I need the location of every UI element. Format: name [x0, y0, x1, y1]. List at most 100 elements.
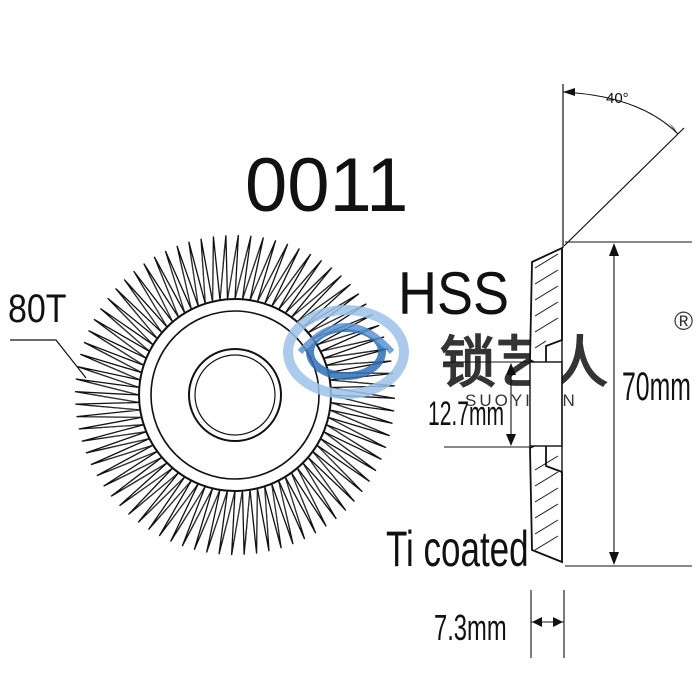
- tooth-edge-line: [108, 452, 154, 472]
- coating-label: Ti coated: [386, 522, 529, 578]
- thickness-arrow-right: [553, 617, 563, 627]
- tooth-edge-line: [109, 316, 147, 349]
- angle-bevel-line: [563, 127, 685, 247]
- bore-label: 12.7mm: [428, 394, 504, 432]
- tooth-edge-line: [298, 471, 322, 516]
- hatch-line: [534, 340, 547, 349]
- tooth-edge-line: [319, 447, 355, 484]
- thickness-label: 7.3mm: [434, 608, 507, 648]
- angle-label: 40°: [606, 90, 629, 107]
- teeth-count-label: 80T: [8, 285, 67, 330]
- hatch-line: [534, 487, 559, 503]
- hatch-line: [534, 455, 559, 471]
- tooth-edge-line: [166, 486, 197, 527]
- tooth-edge-line: [294, 282, 333, 315]
- hub-inner-ring: [150, 310, 320, 480]
- tooth-edge-line: [210, 494, 227, 542]
- angle-dimension: 40°: [562, 84, 685, 248]
- hatch-line: [534, 317, 559, 333]
- tooth-edge-line: [287, 275, 324, 311]
- tooth-edge-line: [130, 289, 160, 330]
- hatch-line: [534, 535, 559, 551]
- tooth-edge-line: [331, 418, 376, 442]
- tooth-edge-line: [327, 349, 377, 359]
- diameter-label: 70mm: [622, 365, 691, 409]
- tooth-edge-line: [281, 269, 314, 307]
- hatch-line: [534, 471, 559, 487]
- hatch-line: [534, 285, 559, 301]
- tooth-edge-line: [201, 250, 206, 300]
- tooth-edge-line: [103, 326, 144, 357]
- tooth-edge-line: [245, 493, 251, 543]
- teeth-leader-line: [10, 339, 87, 379]
- section-bore: [529, 361, 563, 447]
- diameter-arrow-top: [609, 243, 619, 256]
- tooth-edge-line: [137, 475, 176, 508]
- angle-arrow-start: [563, 88, 575, 96]
- tooth-edge-line: [189, 253, 199, 303]
- watermark-logo-ring-outer: [283, 305, 409, 399]
- bore-arrow-top: [506, 363, 516, 375]
- diameter-dimension: 70mm: [565, 241, 692, 567]
- model-number: 0011: [245, 143, 408, 228]
- tooth-edge-line: [333, 411, 379, 431]
- center-bore-circle: [188, 348, 282, 442]
- tooth-edge-line: [334, 403, 382, 420]
- bore-dimension: 12.7mm: [428, 361, 530, 448]
- tooth-edge-line: [188, 491, 212, 536]
- tooth-edge-line: [222, 494, 235, 543]
- watermark-logo-swoosh: [297, 323, 395, 354]
- tooth-edge-line: [243, 248, 260, 296]
- tooth-edge-line: [139, 281, 166, 324]
- center-bore-inner-circle: [194, 354, 276, 436]
- tooth-edge-line: [146, 479, 183, 515]
- tooth-edge-line: [323, 441, 361, 474]
- tooth-edge-line: [148, 274, 172, 319]
- watermark-registered-mark: ®: [674, 306, 693, 336]
- hatch-line: [534, 503, 559, 519]
- tooth-edge-line: [177, 489, 204, 532]
- tooth-edge-line: [273, 263, 304, 304]
- tooth-edge-line: [115, 306, 151, 343]
- tooth-edge-line: [227, 246, 237, 296]
- tooth-edge-line: [102, 446, 150, 462]
- tooth-edge-line: [86, 393, 136, 403]
- tooth-edge-line: [258, 254, 282, 299]
- tooth-edge-line: [271, 487, 281, 537]
- thickness-arrow-left: [532, 617, 542, 627]
- angle-arc: [562, 91, 679, 135]
- tooth-edge-line: [97, 439, 146, 452]
- tooth-edge-line: [286, 480, 302, 528]
- tooth-edge-line: [324, 338, 373, 351]
- thickness-dimension: 7.3mm: [434, 590, 565, 658]
- tooth-edge-line: [87, 382, 136, 395]
- tooth-edge-line: [94, 348, 139, 372]
- tooth-edge-line: [310, 460, 340, 501]
- tooth-edge-line: [121, 464, 164, 491]
- tooth-edge-line: [156, 483, 189, 521]
- tooth-edge-line: [235, 247, 248, 296]
- tooth-edge-line: [233, 494, 243, 544]
- tooth-edge-line: [292, 476, 312, 522]
- tooth-edge-line: [315, 454, 348, 493]
- tooth-edge-line: [279, 484, 292, 533]
- tooth-edge-line: [129, 470, 170, 500]
- tooth-edge-line: [304, 466, 331, 509]
- tooth-edge-line: [98, 337, 141, 364]
- tooth-edge-line: [88, 370, 136, 387]
- tooth-edge-line: [158, 268, 178, 314]
- cutter-cross-section: [529, 246, 563, 564]
- hatch-line: [534, 519, 559, 535]
- tooth-edge-line: [266, 258, 293, 301]
- tooth-edge-line: [122, 297, 155, 336]
- tooth-edge-line: [251, 251, 271, 297]
- angle-arrow-end: [668, 122, 678, 134]
- tooth-edge-line: [199, 493, 219, 539]
- tooth-edge-line: [91, 359, 137, 379]
- bore-arrow-bottom: [506, 434, 516, 446]
- tooth-edge-line: [93, 431, 143, 441]
- hatch-line: [534, 301, 559, 317]
- tooth-edge-line: [219, 247, 225, 297]
